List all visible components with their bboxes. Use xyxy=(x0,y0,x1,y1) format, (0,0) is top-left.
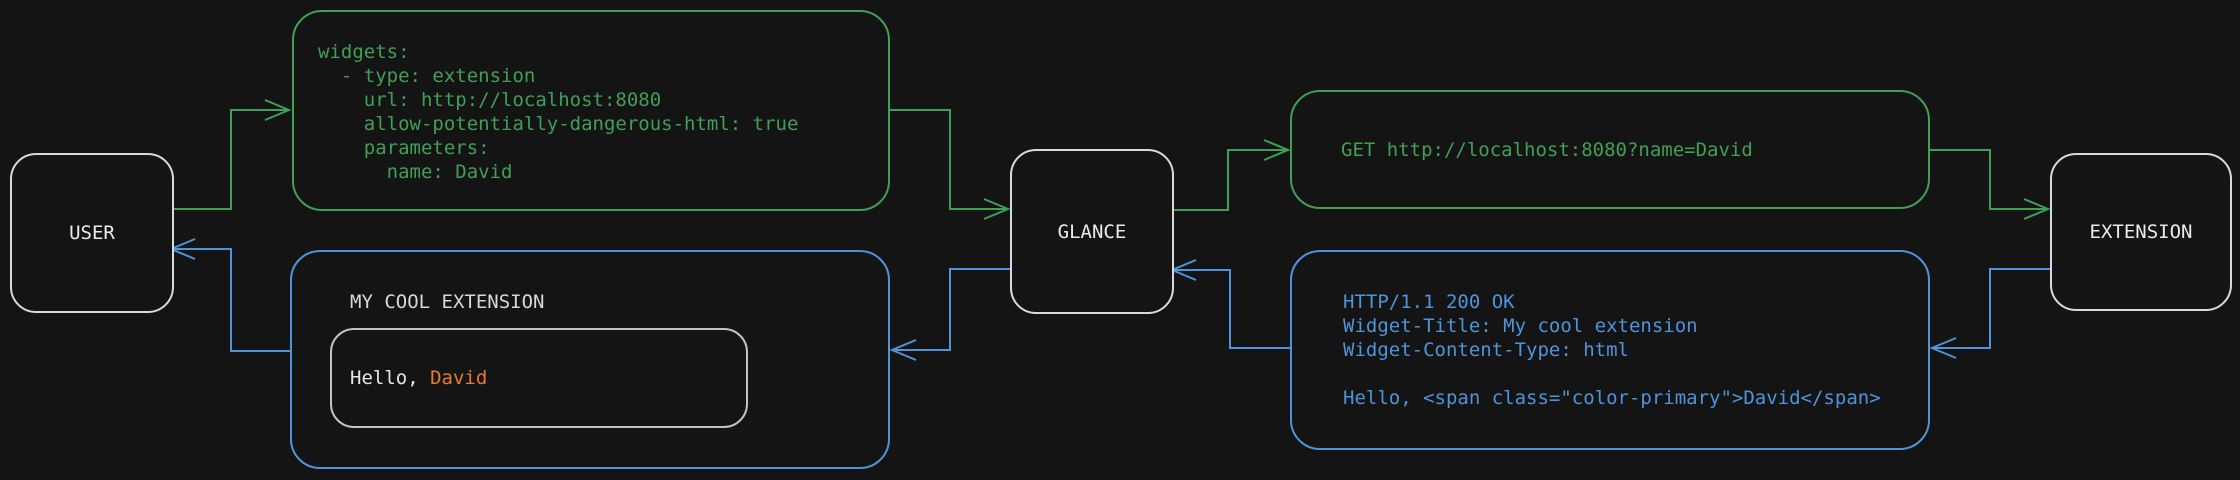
http-request-line: GET http://localhost:8080?name=David xyxy=(1341,138,1753,161)
response-line xyxy=(1343,362,1920,386)
arrow-glance-to-request xyxy=(1170,139,1291,211)
yaml-line: name: David xyxy=(318,161,513,183)
arrow-response-to-glance xyxy=(1169,259,1290,349)
arrow-extension-to-response xyxy=(1929,268,2050,359)
node-glance: GLANCE xyxy=(1010,149,1174,314)
arrow-user-to-config xyxy=(169,99,292,210)
node-user-label: USER xyxy=(69,222,115,244)
arrow-widget-to-user xyxy=(168,238,290,352)
node-extension: EXTENSION xyxy=(2050,153,2232,311)
arrow-glance-to-widget xyxy=(889,268,1010,361)
response-line: HTTP/1.1 200 OK xyxy=(1343,291,1515,313)
response-line: Widget-Content-Type: html xyxy=(1343,339,1629,361)
http-request-box: GET http://localhost:8080?name=David xyxy=(1290,90,1930,209)
response-line: Widget-Title: My cool extension xyxy=(1343,315,1698,337)
arrow-request-to-extension xyxy=(1930,149,2051,220)
node-glance-label: GLANCE xyxy=(1057,220,1127,243)
response-line: Hello, <span class="color-primary">David… xyxy=(1343,387,1881,409)
yaml-line: parameters: xyxy=(318,137,490,159)
yaml-line: allow-potentially-dangerous-html: true xyxy=(318,113,799,135)
yaml-line: widgets: xyxy=(318,41,410,63)
widget-title: MY COOL EXTENSION xyxy=(350,291,545,313)
node-extension-label: EXTENSION xyxy=(2089,221,2193,243)
node-user: USER xyxy=(10,153,174,313)
greeting-name: David xyxy=(430,367,488,389)
yaml-line: url: http://localhost:8080 xyxy=(318,89,662,111)
yaml-line: - type: extension xyxy=(318,65,536,87)
greeting-prefix: Hello, xyxy=(350,367,431,389)
widget-preview-box: MY COOL EXTENSION Hello, David xyxy=(290,250,890,469)
arrow-config-to-glance xyxy=(890,109,1011,220)
greeting-box: Hello, David xyxy=(330,328,748,428)
http-response-box: HTTP/1.1 200 OK Widget-Title: My cool ex… xyxy=(1290,250,1930,450)
config-yaml-box: widgets: - type: extension url: http://l… xyxy=(292,10,890,211)
